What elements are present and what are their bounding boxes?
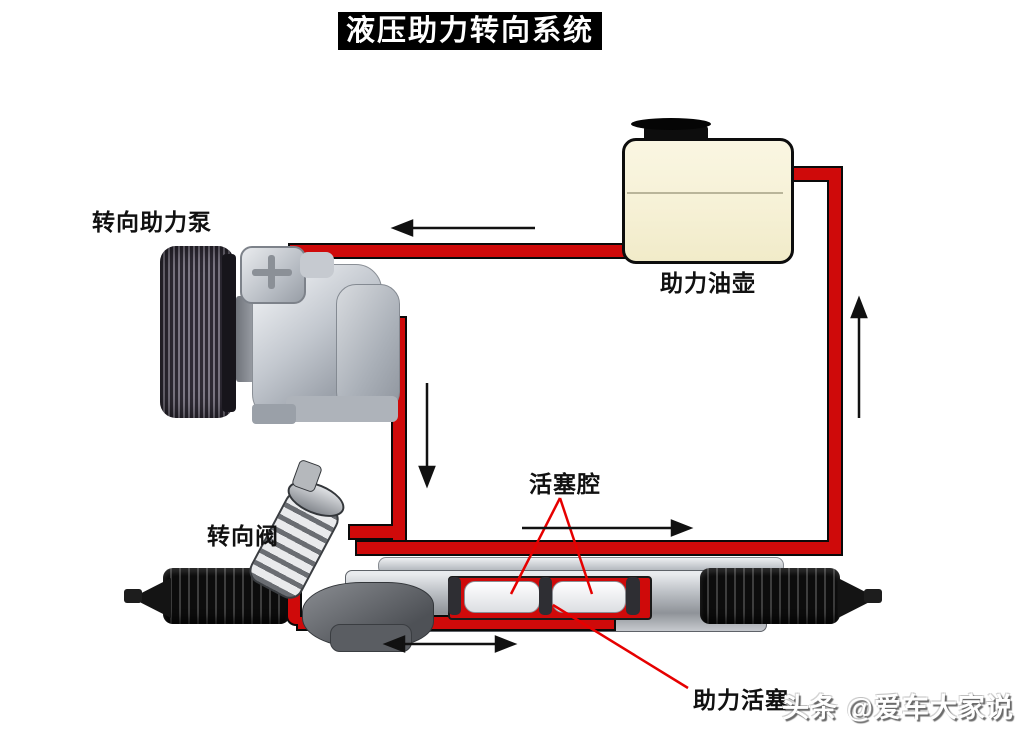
tie-rod-cone-left	[141, 578, 171, 618]
piston-rod-right-section	[552, 581, 626, 613]
flow-arrow-down-head	[418, 465, 436, 489]
power-piston	[539, 577, 552, 615]
pipe-return-top	[789, 168, 841, 180]
tie-rod-tip-left	[124, 589, 142, 603]
flow-arrow-left-head	[390, 219, 414, 237]
pump-mount-foot-small	[252, 404, 296, 424]
flow-arrow-right-head	[670, 519, 694, 537]
flow-arrow-up-head	[850, 295, 868, 319]
pipe-return-vertical	[829, 168, 841, 554]
pipe-reservoir-to-pump	[290, 245, 628, 257]
pipe-pump-to-valve-elbow	[350, 526, 405, 538]
piston-chamber-label: 活塞腔	[529, 471, 601, 497]
reservoir-cap-disc	[631, 118, 711, 130]
fluid-level-line	[627, 192, 783, 194]
tie-rod-tip-right	[864, 589, 882, 603]
piston-seal-left	[448, 577, 461, 615]
pump-top-boss	[300, 252, 334, 278]
diagram-title: 液压助力转向系统	[338, 12, 602, 50]
reservoir-label: 助力油壶	[660, 270, 756, 296]
fluid-reservoir	[622, 138, 794, 264]
valve-label: 转向阀	[207, 523, 279, 549]
pump-hex-slot-vertical	[268, 255, 275, 289]
pump-pulley	[160, 246, 234, 418]
pump-mount-foot	[286, 396, 398, 422]
watermark: 头条 @爱车大家说	[782, 693, 1014, 723]
pinion-housing-lower	[330, 624, 412, 652]
pipe-return-bottom	[357, 542, 841, 554]
pump-pulley-edge	[222, 254, 236, 412]
piston-rod-left-section	[464, 581, 540, 613]
pump-body-extension	[336, 284, 400, 412]
piston-seal-right	[626, 577, 640, 615]
pinion-housing	[302, 582, 434, 648]
rack-travel-arrow-right-head	[494, 635, 518, 653]
power-piston-label: 助力活塞	[693, 687, 789, 713]
rack-bellows-right	[700, 568, 840, 624]
pump-label: 转向助力泵	[92, 209, 212, 235]
